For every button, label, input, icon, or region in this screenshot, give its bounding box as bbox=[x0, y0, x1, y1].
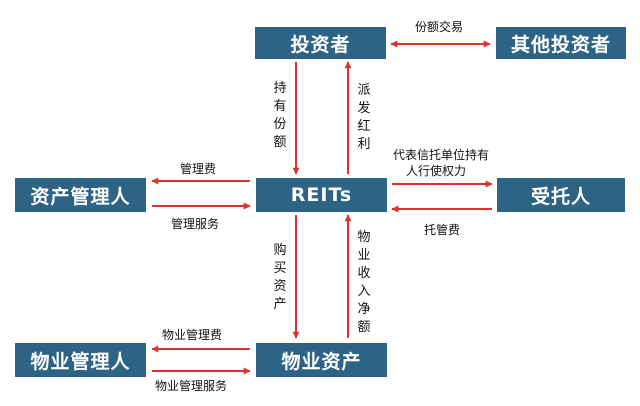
prop-mgmt-service-label: 物业管理服务 bbox=[155, 379, 228, 393]
asset-manager-node: 资产管理人 bbox=[15, 178, 146, 212]
share-trade-label: 份额交易 bbox=[415, 20, 464, 34]
reits-node: REITs bbox=[256, 178, 387, 212]
mgmt-fee-label: 管理费 bbox=[180, 162, 217, 176]
hold-share-label: 持有份额 bbox=[273, 81, 287, 150]
other-investor-node: 其他投资者 bbox=[496, 27, 626, 59]
property-manager-node: 物业管理人 bbox=[15, 343, 146, 377]
net-income-label: 物业收入净额 bbox=[357, 230, 371, 335]
prop-mgmt-fee-label: 物业管理费 bbox=[162, 328, 223, 342]
buy-asset-label: 购买资产 bbox=[273, 243, 287, 312]
investor-node: 投资者 bbox=[255, 27, 386, 59]
mgmt-service-label: 管理服务 bbox=[171, 217, 220, 231]
property-asset-node: 物业资产 bbox=[256, 343, 387, 377]
trustee-act-label-line2: 人行使权力 bbox=[406, 164, 467, 178]
dividend-label: 派发红利 bbox=[357, 83, 371, 152]
custody-fee-label: 托管费 bbox=[424, 223, 461, 237]
trustee-act-label-line1: 代表信托单位持有 bbox=[393, 148, 490, 162]
trustee-node: 受托人 bbox=[497, 178, 625, 212]
